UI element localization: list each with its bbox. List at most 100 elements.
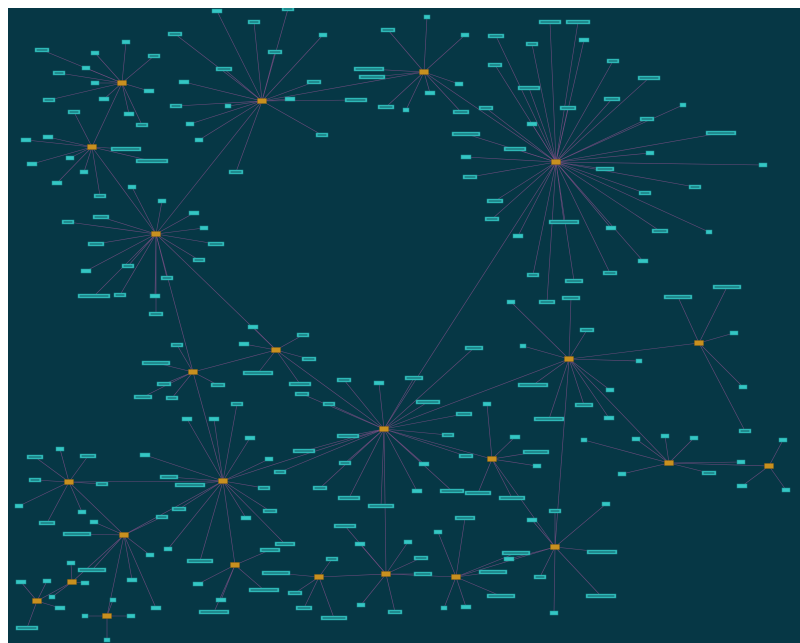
leaf-node-box-k7[interactable] bbox=[580, 437, 588, 443]
leaf-node-e9[interactable] bbox=[244, 435, 256, 441]
leaf-node-d14[interactable] bbox=[80, 268, 92, 274]
leaf-node-b14[interactable] bbox=[273, 469, 287, 475]
leaf-node-box-r5[interactable] bbox=[238, 341, 250, 347]
leaf-node-c11[interactable] bbox=[344, 97, 368, 103]
leaf-node-i5[interactable] bbox=[738, 428, 752, 434]
leaf-node-c14[interactable] bbox=[194, 137, 204, 143]
leaf-node-a36[interactable] bbox=[705, 229, 713, 235]
hub-node-box-h20[interactable] bbox=[87, 144, 97, 150]
leaf-node-d12[interactable] bbox=[157, 198, 167, 204]
leaf-node-n1[interactable] bbox=[433, 529, 443, 535]
leaf-node-b4[interactable] bbox=[338, 460, 352, 466]
hub-node-h4[interactable] bbox=[151, 231, 161, 237]
leaf-node-a10[interactable] bbox=[595, 166, 615, 172]
leaf-node-box-g10[interactable] bbox=[506, 299, 516, 305]
leaf-node-k3[interactable] bbox=[689, 435, 699, 441]
hub-node-box-h5[interactable] bbox=[218, 478, 228, 484]
leaf-node-box-x4[interactable] bbox=[54, 605, 66, 611]
leaf-node-f3[interactable] bbox=[121, 39, 131, 45]
leaf-node-box-j8[interactable] bbox=[424, 90, 436, 96]
leaf-node-s4[interactable] bbox=[165, 395, 179, 401]
leaf-node-box-j2[interactable] bbox=[423, 14, 431, 20]
leaf-node-box-p8[interactable] bbox=[14, 503, 24, 509]
leaf-node-d6[interactable] bbox=[160, 275, 174, 281]
leaf-node-a31[interactable] bbox=[487, 33, 505, 39]
leaf-node-f9[interactable] bbox=[123, 111, 135, 117]
hub-node-h19[interactable] bbox=[188, 369, 198, 375]
leaf-node-box-q6[interactable] bbox=[482, 401, 492, 407]
leaf-node-box-g6[interactable] bbox=[605, 387, 615, 393]
leaf-node-f1[interactable] bbox=[34, 47, 50, 53]
leaf-node-box-e9[interactable] bbox=[244, 435, 256, 441]
leaf-node-a33[interactable] bbox=[526, 121, 538, 127]
hub-node-box-h3[interactable] bbox=[257, 98, 267, 104]
leaf-node-d1[interactable] bbox=[92, 214, 110, 220]
leaf-node-b7[interactable] bbox=[455, 411, 473, 417]
leaf-node-f5[interactable] bbox=[81, 65, 91, 71]
hub-node-box-h14[interactable] bbox=[451, 574, 461, 580]
leaf-node-s3[interactable] bbox=[133, 394, 153, 400]
leaf-node-c15[interactable] bbox=[228, 169, 244, 175]
leaf-node-a34[interactable] bbox=[460, 154, 472, 160]
network-graph-svg[interactable] bbox=[8, 8, 800, 643]
leaf-node-c12[interactable] bbox=[318, 32, 328, 38]
leaf-node-d3[interactable] bbox=[77, 293, 111, 299]
leaf-node-z1[interactable] bbox=[586, 549, 618, 555]
leaf-node-i3[interactable] bbox=[729, 330, 739, 336]
leaf-node-a29[interactable] bbox=[487, 62, 503, 68]
leaf-node-box-a21[interactable] bbox=[512, 233, 524, 239]
leaf-node-box-e11[interactable] bbox=[181, 416, 193, 422]
leaf-node-k7[interactable] bbox=[580, 437, 588, 443]
leaf-node-a9[interactable] bbox=[645, 150, 655, 156]
leaf-node-box-k6[interactable] bbox=[736, 459, 746, 465]
leaf-node-o1[interactable] bbox=[89, 519, 99, 525]
leaf-node-d9[interactable] bbox=[207, 241, 225, 247]
leaf-node-p2[interactable] bbox=[28, 477, 42, 483]
leaf-node-box-i4[interactable] bbox=[738, 384, 748, 390]
leaf-node-b12[interactable] bbox=[322, 401, 336, 407]
hub-node-h16[interactable] bbox=[64, 479, 74, 485]
leaf-node-p1[interactable] bbox=[26, 454, 44, 460]
leaf-node-c8[interactable] bbox=[224, 103, 232, 109]
leaf-node-box-d14[interactable] bbox=[80, 268, 92, 274]
leaf-node-e14[interactable] bbox=[163, 546, 173, 552]
leaf-node-a6[interactable] bbox=[603, 96, 621, 102]
leaf-node-d16[interactable] bbox=[148, 311, 164, 317]
leaf-node-box-t2[interactable] bbox=[42, 134, 54, 140]
leaf-node-j10[interactable] bbox=[454, 81, 464, 87]
leaf-node-a7[interactable] bbox=[639, 116, 655, 122]
leaf-node-o5[interactable] bbox=[145, 552, 155, 558]
leaf-node-r6[interactable] bbox=[301, 356, 317, 362]
leaf-node-box-x1[interactable] bbox=[15, 579, 27, 585]
leaf-node-b17[interactable] bbox=[337, 495, 361, 501]
leaf-node-box-d10[interactable] bbox=[199, 225, 209, 231]
hub-node-box-h9[interactable] bbox=[694, 340, 704, 346]
leaf-node-d15[interactable] bbox=[61, 219, 75, 225]
hub-node-h20[interactable] bbox=[87, 144, 97, 150]
leaf-node-u1[interactable] bbox=[261, 570, 291, 576]
leaf-node-n3[interactable] bbox=[478, 569, 508, 575]
leaf-node-q5[interactable] bbox=[532, 463, 542, 469]
leaf-node-box-c12[interactable] bbox=[318, 32, 328, 38]
leaf-node-box-c17[interactable] bbox=[185, 121, 195, 127]
leaf-node-e15[interactable] bbox=[274, 541, 296, 547]
leaf-node-d4[interactable] bbox=[113, 292, 127, 298]
leaf-node-box-b10[interactable] bbox=[373, 380, 385, 386]
leaf-node-box-g9[interactable] bbox=[519, 343, 527, 349]
leaf-node-box-z7[interactable] bbox=[526, 517, 538, 523]
leaf-node-t6[interactable] bbox=[65, 155, 75, 161]
hub-node-h7[interactable] bbox=[564, 356, 574, 362]
hub-node-box-h6[interactable] bbox=[117, 80, 127, 86]
leaf-node-r2[interactable] bbox=[242, 370, 274, 376]
leaf-node-r5[interactable] bbox=[238, 341, 250, 347]
leaf-node-box-b5[interactable] bbox=[418, 461, 430, 467]
leaf-node-box-c9[interactable] bbox=[284, 96, 296, 102]
leaf-node-s2[interactable] bbox=[156, 381, 172, 387]
leaf-node-g6[interactable] bbox=[605, 387, 615, 393]
leaf-node-box-z2[interactable] bbox=[601, 501, 611, 507]
leaf-node-g2[interactable] bbox=[561, 295, 581, 301]
leaf-node-l3[interactable] bbox=[736, 483, 748, 489]
leaf-node-box-e5[interactable] bbox=[240, 515, 252, 521]
leaf-node-e1[interactable] bbox=[159, 474, 179, 480]
leaf-node-box-t1[interactable] bbox=[20, 137, 32, 143]
